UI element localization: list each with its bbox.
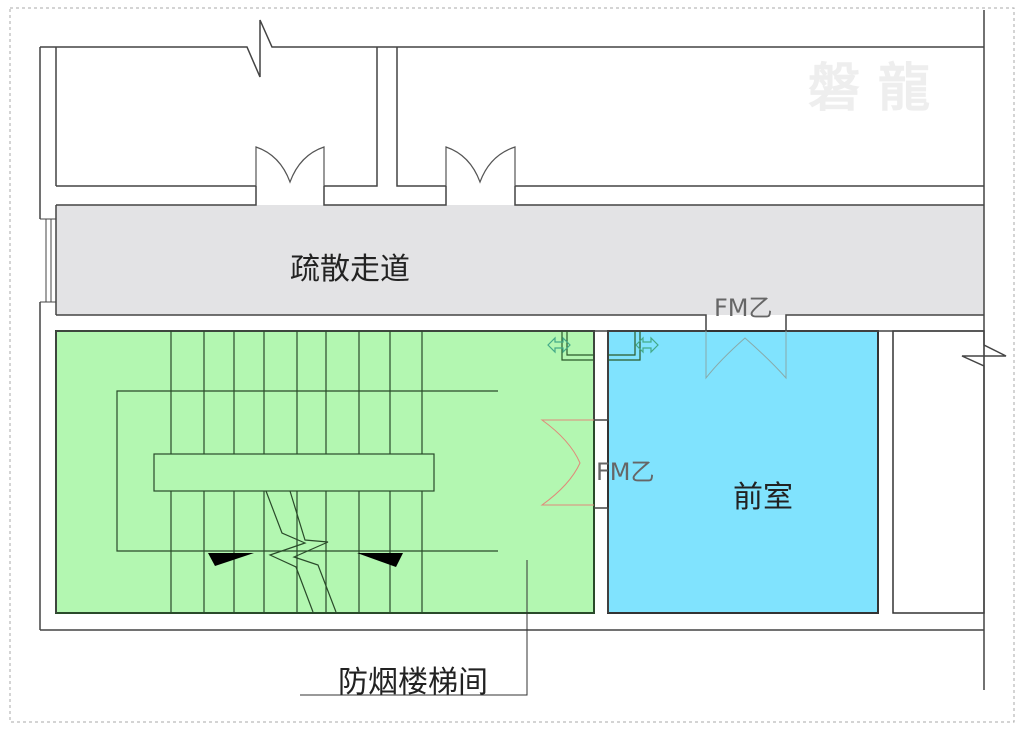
leader-line — [300, 560, 528, 696]
right-room — [892, 330, 985, 614]
right-boundary — [961, 10, 1007, 690]
corridor-label: 疏散走道 — [290, 252, 410, 287]
door-label-top: FM乙 — [714, 294, 773, 322]
break-line — [265, 490, 314, 613]
anteroom-label: 前室 — [733, 480, 793, 515]
anteroom-area — [607, 330, 879, 614]
stair-arrow-icon — [208, 553, 254, 566]
watermark: 磐龍 — [808, 59, 949, 119]
top-boundary — [40, 19, 984, 78]
stair-treads — [116, 331, 498, 613]
door-label-mid: FM乙 — [596, 458, 655, 486]
window — [40, 218, 56, 303]
door-swing — [255, 146, 516, 186]
stair-landing — [153, 453, 435, 492]
corridor-area — [56, 205, 984, 315]
vent — [547, 331, 659, 361]
fm-door-swing-mid — [540, 419, 594, 506]
dashed-frame — [9, 7, 1015, 723]
fm-door-swing-top — [705, 331, 787, 380]
stair-arrow-icon — [357, 553, 403, 567]
stairwell-label: 防烟楼梯间 — [338, 665, 488, 700]
